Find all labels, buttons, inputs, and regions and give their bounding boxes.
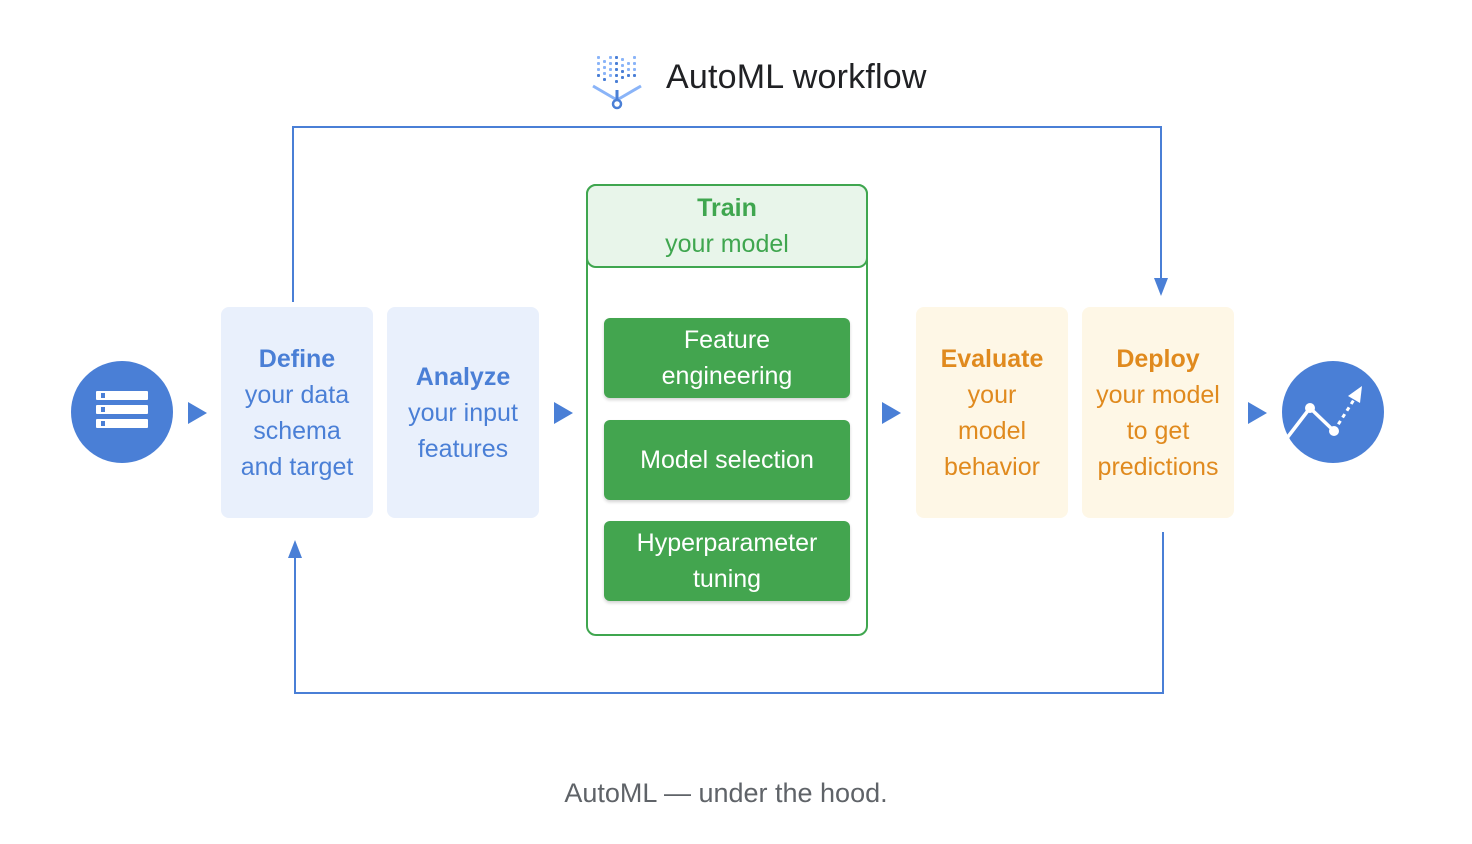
train-step-heading: Train	[697, 194, 757, 222]
automl-logo-icon	[592, 56, 642, 110]
figure-caption: AutoML — under the hood.	[564, 778, 888, 808]
evaluate-step-card: Evaluate your model behavior	[916, 307, 1068, 518]
train-step-subheading: your model	[665, 230, 789, 258]
deploy-step-heading: Deploy	[1116, 344, 1200, 373]
flow-arrow-2	[554, 402, 573, 424]
substep-line: engineering	[661, 362, 793, 390]
hyperparameter-tuning-step: Hyperparameter tuning	[604, 521, 850, 601]
top-loop-line	[292, 126, 1162, 302]
flow-arrow-3	[882, 402, 901, 424]
define-step-line: and target	[240, 452, 354, 481]
evaluate-step-line: your	[967, 380, 1017, 409]
flow-arrow-4	[1248, 402, 1267, 424]
page-title: AutoML workflow	[666, 58, 927, 96]
analyze-step-line: features	[417, 434, 509, 463]
table-icon	[71, 361, 173, 463]
analyze-step-heading: Analyze	[415, 362, 511, 391]
train-step-header: Train your model	[586, 184, 868, 268]
define-step-card: Define your data schema and target	[221, 307, 373, 518]
define-step-heading: Define	[258, 344, 336, 373]
substep-line: Feature	[683, 326, 771, 354]
bottom-loop-arrowhead	[288, 540, 302, 558]
evaluate-step-heading: Evaluate	[940, 344, 1044, 373]
deploy-step-line: predictions	[1097, 452, 1219, 481]
bottom-loop-line	[294, 532, 1164, 694]
evaluate-step-line: model	[957, 416, 1027, 445]
flow-arrow-1	[188, 402, 207, 424]
define-step-line: your data	[244, 380, 350, 409]
deploy-step-line: to get	[1126, 416, 1190, 445]
analyze-step-card: Analyze your input features	[387, 307, 539, 518]
deploy-step-line: your model	[1096, 380, 1220, 409]
deploy-step-card: Deploy your model to get predictions	[1082, 307, 1234, 518]
feature-engineering-step: Feature engineering	[604, 318, 850, 398]
substep-line: tuning	[692, 565, 762, 593]
evaluate-step-line: behavior	[944, 452, 1040, 481]
substep-line: Hyperparameter	[636, 529, 818, 557]
model-selection-step: Model selection	[604, 420, 850, 500]
define-step-line: schema	[253, 416, 341, 445]
prediction-trend-icon	[1282, 361, 1384, 463]
substep-line: Model selection	[640, 446, 814, 474]
analyze-step-line: your input	[408, 398, 518, 427]
top-loop-arrowhead	[1154, 278, 1168, 296]
